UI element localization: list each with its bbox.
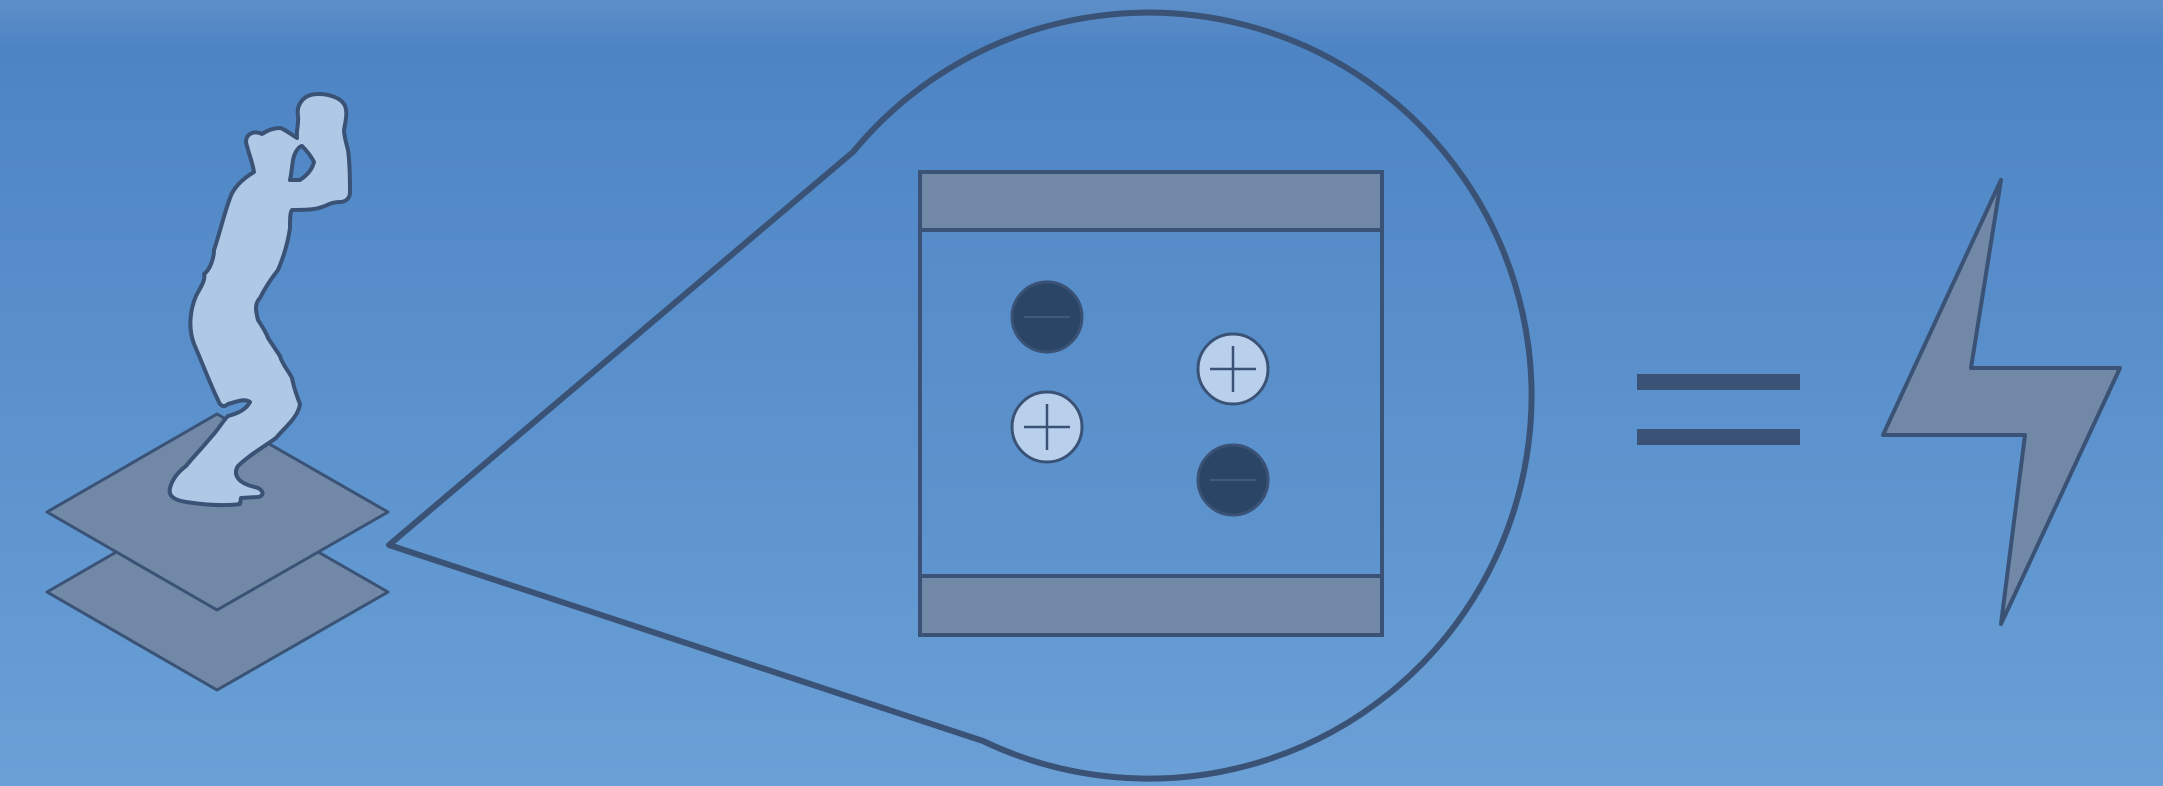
minus-charge-icon bbox=[1198, 445, 1268, 515]
top-electrode bbox=[920, 172, 1382, 230]
minus-charge-icon bbox=[1012, 282, 1082, 352]
plus-charge-icon bbox=[1198, 334, 1268, 404]
bottom-electrode bbox=[920, 576, 1382, 635]
plus-charge-icon bbox=[1012, 392, 1082, 462]
device-body bbox=[920, 172, 1382, 635]
charge-layer-device bbox=[920, 172, 1382, 635]
